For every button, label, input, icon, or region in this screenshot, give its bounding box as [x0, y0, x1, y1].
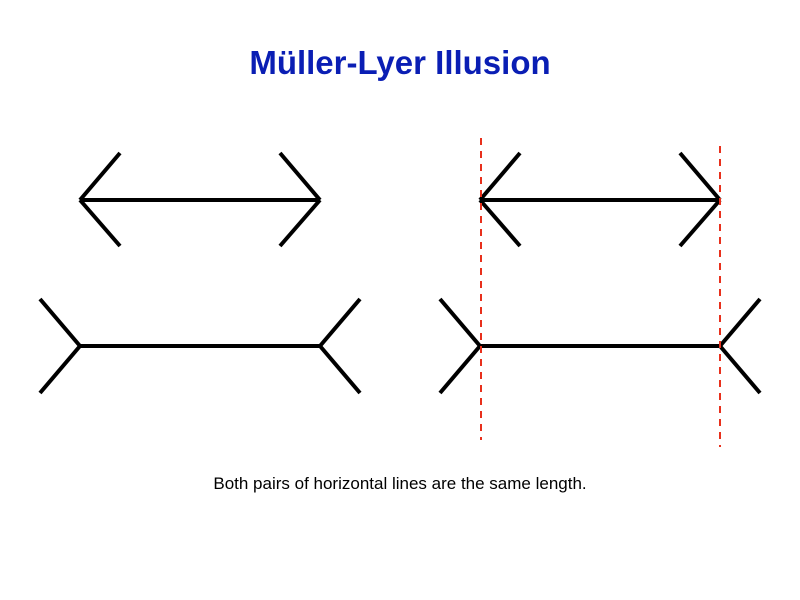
right-arrow-head-right-lower: [678, 198, 722, 248]
left-fin-right-upper: [318, 297, 362, 348]
right-arrow-head-left-upper: [478, 151, 522, 202]
left-arrow-figure: [78, 151, 322, 248]
right-fin-right-upper: [718, 297, 762, 348]
right-fin-left-upper: [438, 297, 482, 348]
right-fin-left-lower: [438, 344, 482, 395]
left-arrow-head-right-upper: [278, 151, 322, 202]
right-arrow-figure: [478, 151, 722, 248]
left-fin-left-upper: [38, 297, 82, 348]
left-arrow-head-left-upper: [78, 151, 122, 202]
caption-text: Both pairs of horizontal lines are the s…: [213, 474, 587, 493]
left-arrow-head-left-lower: [78, 198, 122, 248]
right-fin-figure: [438, 297, 762, 395]
guide-lines: [480, 138, 721, 447]
left-fin-right-lower: [318, 344, 362, 395]
slide-title: Müller-Lyer Illusion: [249, 44, 551, 81]
left-fin-left-lower: [38, 344, 82, 395]
right-fin-right-lower: [718, 344, 762, 395]
left-fin-figure: [38, 297, 362, 395]
right-arrow-head-right-upper: [678, 151, 722, 202]
right-arrow-head-left-lower: [478, 198, 522, 248]
left-arrow-head-right-lower: [278, 198, 322, 248]
